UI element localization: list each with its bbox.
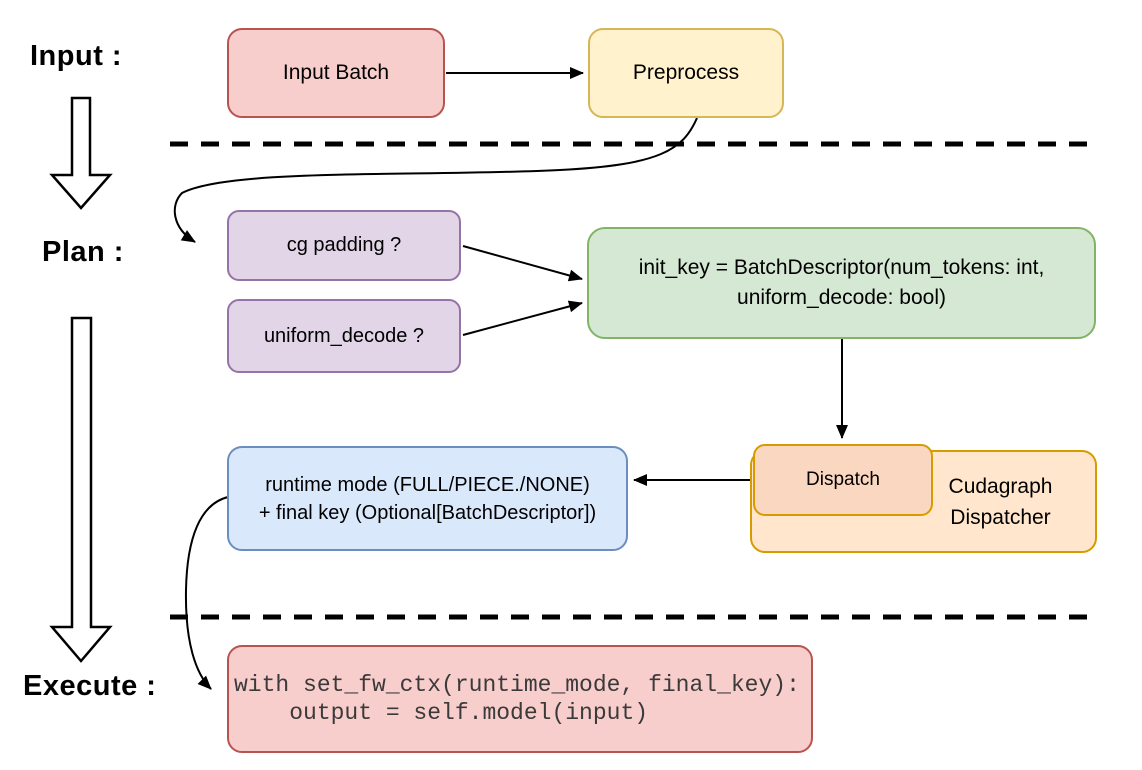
node-runtime-mode-line2: + final key (Optional[BatchDescriptor]) bbox=[258, 501, 597, 524]
connector-uniform-decode-to-init-key bbox=[462, 300, 583, 336]
node-runtime-mode-line1: runtime mode (FULL/PIECE./NONE) bbox=[265, 473, 590, 496]
connector-preprocess-to-plan bbox=[173, 117, 698, 243]
node-cg-padding: cg padding ? bbox=[227, 210, 461, 281]
stage-label-execute: Execute : bbox=[23, 670, 157, 702]
node-input-batch-label: Input Batch bbox=[282, 60, 390, 84]
node-cudagraph-dispatcher-line2: Dispatcher bbox=[950, 505, 1051, 529]
node-uniform-decode-label: uniform_decode ? bbox=[263, 324, 425, 347]
down-arrow-icon-plan-to-execute bbox=[49, 316, 113, 663]
node-init-key-line2: uniform_decode: bool) bbox=[737, 286, 946, 309]
node-init-key-line1: init_key = BatchDescriptor(num_tokens: i… bbox=[638, 256, 1045, 279]
execute-code-line1: with set_fw_ctx(runtime_mode, final_key)… bbox=[234, 672, 800, 698]
stage-label-input: Input : bbox=[30, 40, 123, 72]
node-init-key: init_key = BatchDescriptor(num_tokens: i… bbox=[587, 227, 1096, 339]
node-cg-padding-label: cg padding ? bbox=[286, 234, 402, 256]
node-execute-code: with set_fw_ctx(runtime_mode, final_key)… bbox=[227, 645, 813, 753]
execute-code-line2: output = self.model(input) bbox=[234, 700, 649, 726]
connector-runtime-mode-to-execute-code bbox=[184, 496, 229, 690]
node-preprocess-label: Preprocess bbox=[632, 60, 740, 84]
stage-label-plan: Plan : bbox=[42, 236, 124, 268]
node-preprocess: Preprocess bbox=[588, 28, 784, 118]
node-dispatch: Dispatch bbox=[753, 444, 933, 516]
node-uniform-decode: uniform_decode ? bbox=[227, 299, 461, 373]
node-dispatch-label: Dispatch bbox=[806, 469, 880, 491]
down-arrow-icon-input-to-plan bbox=[49, 96, 113, 210]
node-runtime-mode: runtime mode (FULL/PIECE./NONE) + final … bbox=[227, 446, 628, 551]
node-input-batch: Input Batch bbox=[227, 28, 445, 118]
connector-cg-padding-to-init-key bbox=[462, 245, 583, 282]
node-cudagraph-dispatcher-line1: Cudagraph bbox=[948, 474, 1053, 498]
